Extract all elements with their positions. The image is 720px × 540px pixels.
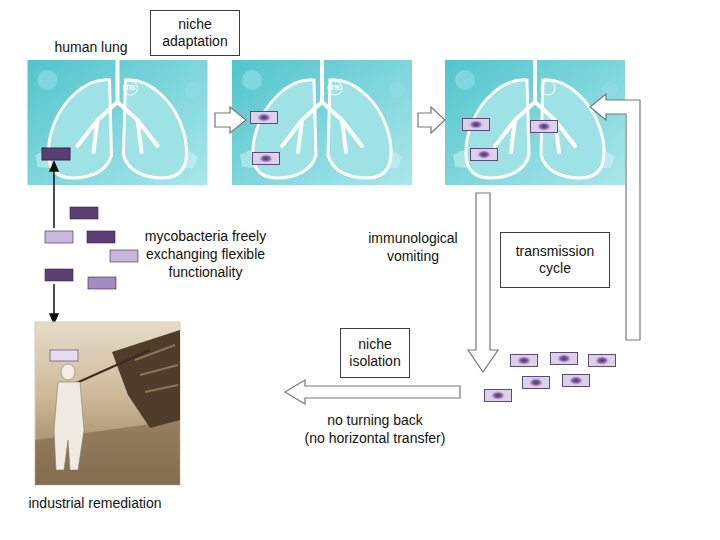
image-label: TB bbox=[118, 83, 142, 92]
thin-arrow bbox=[50, 162, 58, 323]
annotation-text: human lung bbox=[36, 38, 146, 56]
bacterium bbox=[589, 355, 616, 367]
text-box: niche isolation bbox=[340, 328, 410, 378]
annotation-text: no turning back bbox=[285, 411, 465, 429]
bacterium bbox=[251, 112, 278, 124]
bacterium bbox=[563, 375, 590, 387]
lung-image bbox=[28, 60, 208, 185]
box-text: transmission cycle bbox=[507, 243, 603, 277]
box-text: niche isolation bbox=[347, 336, 403, 370]
lung-image bbox=[445, 60, 625, 185]
bacterium bbox=[485, 390, 512, 402]
bacterium bbox=[511, 355, 538, 367]
text-box: niche adaptation bbox=[150, 10, 240, 56]
text-box: transmission cycle bbox=[500, 232, 610, 288]
bacterium bbox=[551, 353, 578, 365]
bacterium bbox=[463, 119, 490, 131]
lung-image bbox=[232, 60, 412, 185]
bacterium bbox=[471, 149, 498, 161]
box-text: niche adaptation bbox=[157, 16, 233, 50]
remediation-photo bbox=[35, 322, 180, 485]
annotation-text: industrial remediation bbox=[5, 494, 185, 512]
bacterium bbox=[42, 148, 70, 160]
annotation-text: (no horizontal transfer) bbox=[285, 429, 465, 447]
bacterium bbox=[253, 153, 280, 165]
image-label: TB bbox=[323, 83, 347, 92]
bacterium bbox=[523, 377, 550, 389]
annotation-text: mycobacteria freely exchanging flexible … bbox=[128, 227, 283, 281]
annotation-text: immunological vomiting bbox=[358, 229, 468, 265]
bacterium bbox=[531, 121, 558, 133]
bacteria-cluster bbox=[45, 207, 138, 289]
block-arrow bbox=[215, 94, 640, 404]
